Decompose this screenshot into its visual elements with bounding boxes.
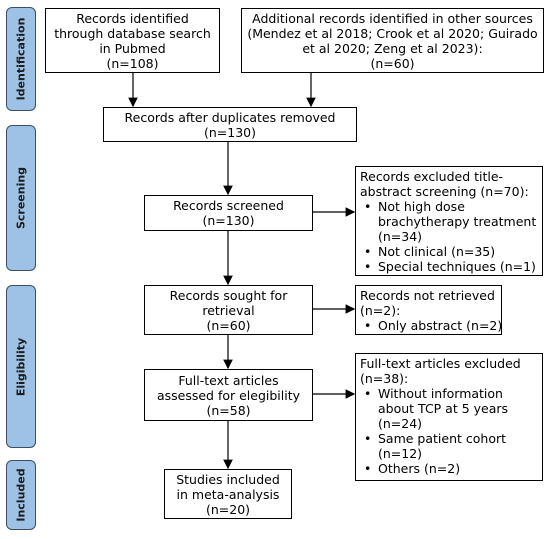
- list-item: Others (n=2): [364, 461, 538, 476]
- box-excluded-fulltext: Full-text articles excluded (n=38): With…: [355, 353, 543, 481]
- phase-identification: Identification: [6, 7, 36, 111]
- list-item: Not high dose brachytherapy treatment (n…: [364, 199, 538, 244]
- phase-included: Included: [6, 460, 36, 530]
- box-additional-records: Additional records identified in other s…: [241, 8, 544, 73]
- box-records-screened: Records screened (n=130): [144, 195, 313, 231]
- phase-identification-label: Identification: [14, 17, 28, 101]
- phase-screening: Screening: [6, 125, 36, 271]
- box-duplicates-removed: Records after duplicates removed (n=130): [103, 107, 357, 142]
- list-item: Special techniques (n=1): [364, 259, 538, 274]
- excluded-screening-list: Not high dose brachytherapy treatment (n…: [360, 199, 538, 274]
- phase-screening-label: Screening: [14, 166, 28, 230]
- phase-eligibility-label: Eligibility: [14, 337, 28, 396]
- phase-eligibility: Eligibility: [6, 285, 36, 448]
- phase-included-label: Included: [14, 468, 28, 522]
- not-retrieved-list: Only abstract (n=2): [360, 318, 502, 333]
- box-records-sought: Records sought for retrieval (n=60): [144, 285, 313, 335]
- box-pubmed-records: Records identified through database sear…: [45, 8, 220, 73]
- list-item: Only abstract (n=2): [364, 318, 502, 333]
- box-fulltext-assessed: Full-text articles assessed for elegibil…: [144, 369, 313, 421]
- box-excluded-screening: Records excluded title- abstract screeni…: [355, 166, 543, 276]
- list-item: Not clinical (n=35): [364, 244, 538, 259]
- box-not-retrieved: Records not retrieved (n=2): Only abstra…: [355, 285, 502, 335]
- box-studies-included: Studies included in meta-analysis (n=20): [164, 469, 292, 519]
- excluded-fulltext-list: Without information about TCP at 5 years…: [360, 386, 538, 476]
- list-item: Without information about TCP at 5 years…: [364, 386, 538, 431]
- list-item: Same patient cohort (n=12): [364, 431, 538, 461]
